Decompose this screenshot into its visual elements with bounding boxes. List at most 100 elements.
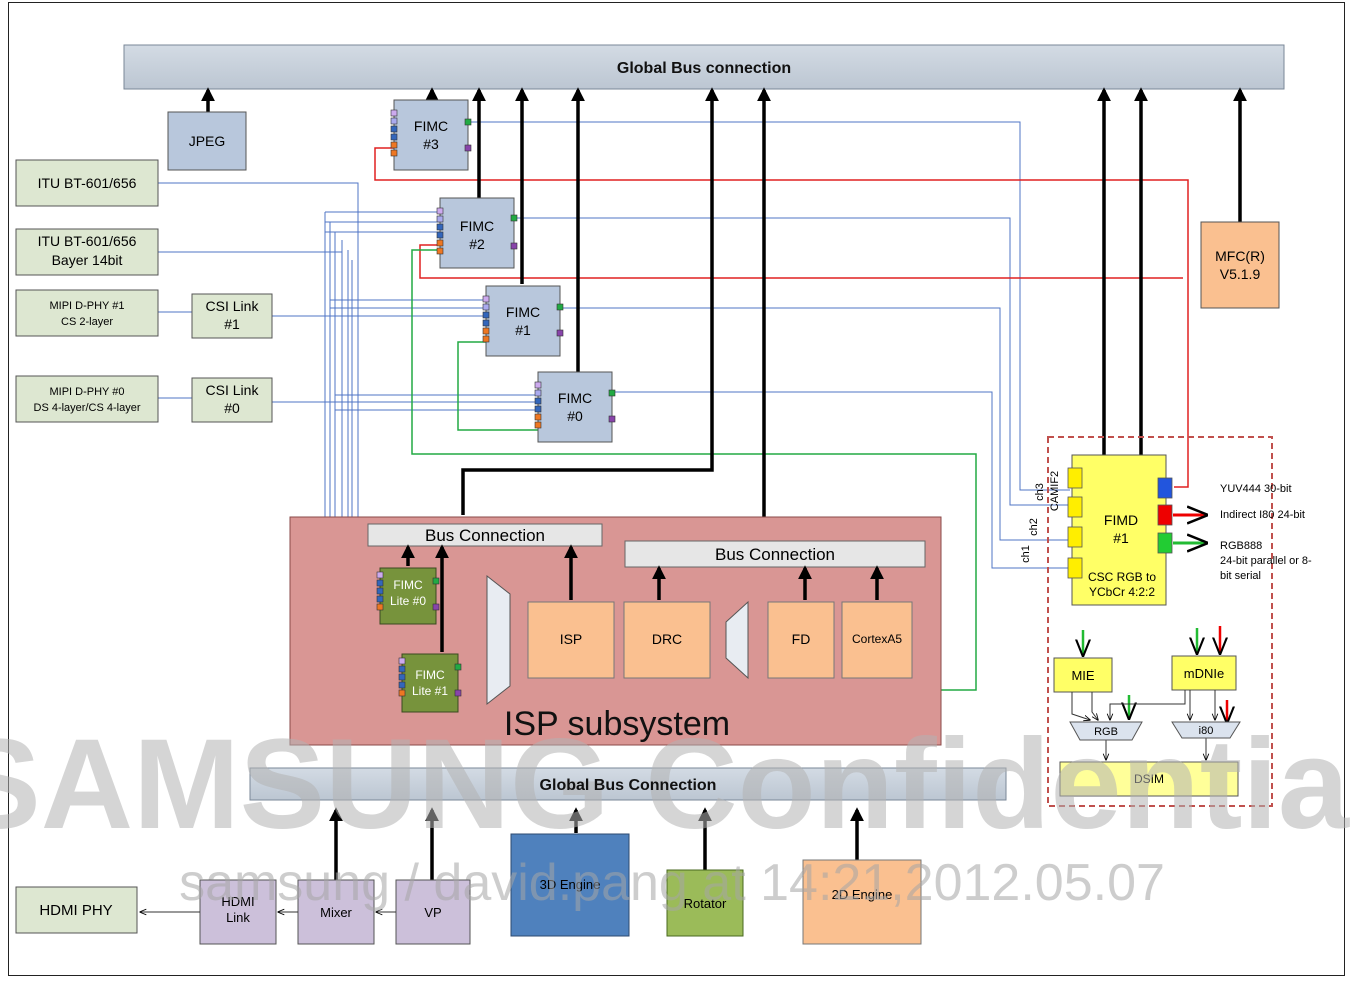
fimc-lite0-label-2: Lite #0	[390, 594, 426, 608]
itu-bayer-block	[15, 228, 159, 276]
jpeg-block	[167, 111, 247, 171]
mfc-label-2: V5.1.9	[1220, 266, 1261, 282]
fimc1-label-1: FIMC	[506, 304, 540, 320]
isp-fd-mux	[725, 600, 749, 680]
fimc2-block: FIMC #2	[436, 197, 518, 269]
itu2-label-1: ITU BT-601/656	[38, 233, 137, 249]
hdmi-link-block	[199, 879, 277, 945]
fimc-lite1-block	[401, 653, 459, 713]
3d-engine-label: 3D Engine	[540, 877, 601, 892]
fimd-input-ports	[1067, 467, 1083, 579]
drc-label: DRC	[652, 631, 682, 647]
fimc3-label-2: #3	[423, 136, 439, 152]
i80-output-label: Indirect I80 24-bit	[1220, 509, 1305, 521]
mie-mdnie-arrows	[1083, 626, 1227, 722]
i80-mux	[1171, 721, 1241, 739]
fimc-blocks: FIMC #3 FIMC #2 FIMC #1	[390, 99, 616, 443]
rgb-mux	[1069, 721, 1143, 741]
rotator-block	[666, 869, 744, 937]
mipi0-label-2: DS 4-layer/CS 4-layer	[34, 402, 141, 414]
csi0-label-1: CSI Link	[206, 382, 260, 398]
csi1-label-2: #1	[224, 316, 240, 332]
jpeg-label: JPEG	[189, 133, 226, 149]
mipi-dphy1-block	[15, 289, 159, 337]
red-signal-lines	[374, 147, 1189, 488]
yuv444-output-label: YUV444 30-bit	[1220, 483, 1292, 495]
mie-block	[1053, 657, 1113, 693]
csi0-label-2: #0	[224, 400, 240, 416]
cortexa5-block	[841, 601, 913, 679]
fimc3-block: FIMC #3	[390, 99, 472, 171]
fimc-lite1-label-1: FIMC	[415, 668, 445, 682]
2d-engine-block	[802, 859, 922, 945]
mux-lines	[1071, 690, 1215, 760]
fimd-csc-label-1: CSC RGB to	[1088, 570, 1156, 584]
fimc0-block: FIMC #0	[534, 371, 616, 443]
fimc2-label-2: #2	[469, 236, 485, 252]
fimc2-label-1: FIMC	[460, 218, 494, 234]
fd-block	[767, 601, 835, 679]
watermark: SAMSUNG Confidential samsung / david.pan…	[0, 713, 1355, 912]
3d-engine-block	[510, 833, 630, 937]
fimc0-label-1: FIMC	[558, 390, 592, 406]
hdmi-phy-label: HDMI PHY	[39, 902, 112, 919]
isp-block	[527, 601, 615, 679]
bus-arrows-bottom	[329, 807, 864, 880]
global-bus-top-label: Global Bus connection	[617, 60, 791, 77]
fimd-output-ports	[1157, 477, 1173, 554]
fimc1-block: FIMC #1	[482, 285, 564, 357]
hdmi-link-label-2: Link	[226, 910, 250, 925]
fimd-label-2: #1	[1113, 530, 1129, 546]
mie-label: MIE	[1071, 668, 1094, 683]
rgb888-desc-1: 24-bit parallel or 8-	[1220, 555, 1312, 567]
fimc-lite0-label-1: FIMC	[393, 578, 423, 592]
hdmi-link-label-1: HDMI	[221, 894, 254, 909]
fd-label: FD	[792, 631, 811, 647]
mipi1-label-2: CS 2-layer	[61, 316, 113, 328]
fimc-lite0-block	[379, 567, 437, 625]
csi-link0-block	[191, 377, 273, 423]
isp-bus-left	[367, 523, 603, 547]
watermark-line-1: SAMSUNG Confidential	[0, 713, 1355, 856]
ch2-label: ch2	[1028, 518, 1040, 536]
isp-bus-right	[624, 540, 926, 568]
drc-block	[623, 601, 711, 679]
mipi-dphy0-block	[15, 375, 159, 423]
itu1-label: ITU BT-601/656	[38, 175, 137, 191]
mixer-block	[297, 879, 375, 945]
display-subsystem-boundary	[1047, 436, 1273, 807]
csi-link1-block	[191, 293, 273, 339]
mdnie-label: mDNIe	[1184, 666, 1224, 681]
2d-engine-label: 2D Engine	[832, 887, 893, 902]
hdmi-phy-block	[15, 886, 138, 934]
itu-bt601-block	[15, 159, 159, 207]
isp-subsystem-title: ISP subsystem	[504, 705, 730, 743]
mixer-label: Mixer	[320, 905, 352, 920]
fimc0-label-2: #0	[567, 408, 583, 424]
isp-bus-right-label: Bus Connection	[715, 545, 835, 564]
mfc-label-1: MFC(R)	[1215, 248, 1265, 264]
mipi1-label-1: MIPI D-PHY #1	[50, 300, 125, 312]
fimd-csc-label-2: YCbCr 4:2:2	[1089, 585, 1155, 599]
global-bus-top	[123, 44, 1285, 90]
cortexa5-label: CortexA5	[852, 632, 902, 646]
global-bus-bottom-label: Global Bus Connection	[540, 777, 717, 794]
dsim-block	[1059, 761, 1239, 797]
vp-label: VP	[424, 905, 441, 920]
watermark-line-2: samsung / david.pang at 14:21,2012.05.07	[179, 854, 1165, 912]
dsim-label: DSIM	[1134, 772, 1164, 786]
fimc-lite1-label-2: Lite #1	[412, 684, 448, 698]
input-blocks: ITU BT-601/656 ITU BT-601/656 Bayer 14bi…	[15, 159, 273, 423]
ch3-label: ch3	[1034, 483, 1046, 501]
fimd-block	[1071, 454, 1167, 606]
global-bus-bottom	[249, 767, 1007, 801]
csi1-label-1: CSI Link	[206, 298, 260, 314]
isp-label: ISP	[560, 631, 583, 647]
rotator-label: Rotator	[684, 896, 727, 911]
i80-mux-label: i80	[1199, 725, 1214, 737]
fimc1-label-2: #1	[515, 322, 531, 338]
fimc3-label-1: FIMC	[414, 118, 448, 134]
isp-bus-arrows	[401, 544, 884, 652]
